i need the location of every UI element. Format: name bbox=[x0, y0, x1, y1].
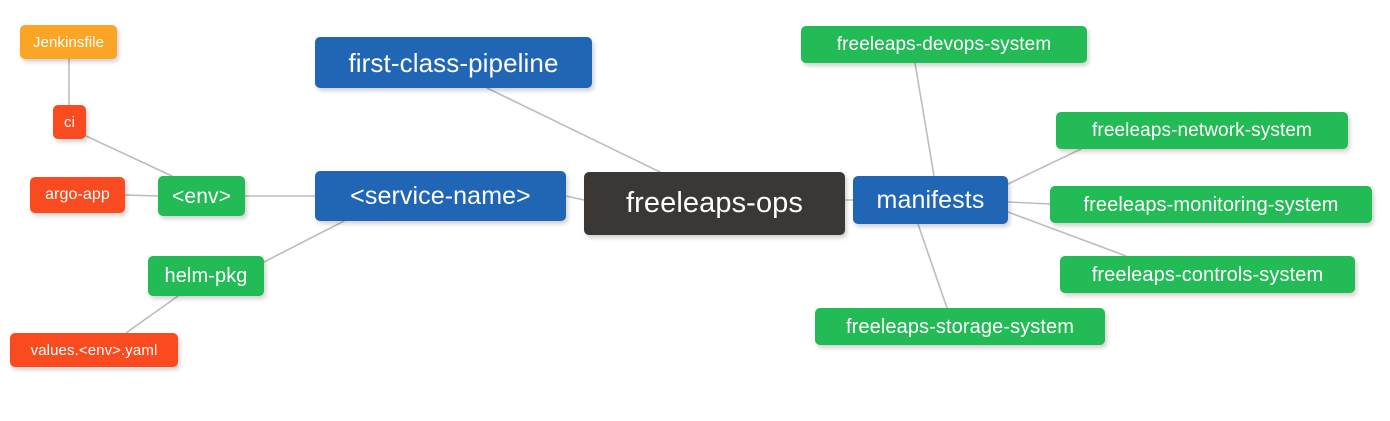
node-label: <env> bbox=[172, 184, 231, 208]
node-network-sys[interactable]: freeleaps-network-system bbox=[1056, 112, 1348, 149]
node-monitoring-sys[interactable]: freeleaps-monitoring-system bbox=[1050, 186, 1372, 223]
node-label: freeleaps-devops-system bbox=[836, 34, 1052, 55]
node-env[interactable]: <env> bbox=[158, 176, 245, 216]
node-devops-sys[interactable]: freeleaps-devops-system bbox=[801, 26, 1087, 63]
edge-storage-sys-to-manifests bbox=[917, 223, 948, 309]
node-jenkinsfile[interactable]: Jenkinsfile bbox=[20, 25, 117, 59]
node-helm-pkg[interactable]: helm-pkg bbox=[148, 256, 264, 296]
edge-network-sys-to-manifests bbox=[1007, 148, 1082, 185]
edge-service-name-to-freeleaps-ops bbox=[565, 195, 585, 201]
node-controls-sys[interactable]: freeleaps-controls-system bbox=[1060, 256, 1355, 293]
node-label: freeleaps-network-system bbox=[1092, 120, 1312, 141]
edge-first-class-to-freeleaps-ops bbox=[486, 87, 661, 173]
node-label: <service-name> bbox=[350, 181, 531, 210]
node-label: manifests bbox=[876, 185, 985, 214]
node-ci[interactable]: ci bbox=[53, 105, 86, 139]
node-label: ci bbox=[63, 113, 76, 131]
node-label: argo-app bbox=[45, 186, 110, 203]
node-manifests[interactable]: manifests bbox=[853, 176, 1008, 224]
edge-monitoring-sys-to-manifests bbox=[1007, 201, 1051, 205]
edge-values-yaml-to-helm-pkg bbox=[125, 295, 179, 334]
node-freeleaps-ops[interactable]: freeleaps-ops bbox=[584, 172, 845, 235]
edge-argo-app-to-env bbox=[124, 194, 159, 197]
node-storage-sys[interactable]: freeleaps-storage-system bbox=[815, 308, 1105, 345]
node-label: freeleaps-controls-system bbox=[1091, 263, 1324, 286]
node-label: Jenkinsfile bbox=[32, 33, 105, 51]
node-service-name[interactable]: <service-name> bbox=[315, 171, 566, 221]
node-values-yaml[interactable]: values.<env>.yaml bbox=[10, 333, 178, 367]
node-label: helm-pkg bbox=[164, 265, 248, 287]
node-argo-app[interactable]: argo-app bbox=[30, 177, 125, 213]
edge-devops-sys-to-manifests bbox=[914, 62, 935, 177]
edge-helm-pkg-to-service-name bbox=[263, 220, 345, 263]
node-label: freeleaps-storage-system bbox=[845, 315, 1075, 338]
node-first-class[interactable]: first-class-pipeline bbox=[315, 37, 592, 88]
node-label: freeleaps-ops bbox=[625, 187, 803, 219]
edge-ci-to-env bbox=[85, 135, 173, 177]
node-label: freeleaps-monitoring-system bbox=[1083, 193, 1339, 216]
node-label: values.<env>.yaml bbox=[30, 341, 158, 359]
node-label: first-class-pipeline bbox=[348, 47, 559, 78]
